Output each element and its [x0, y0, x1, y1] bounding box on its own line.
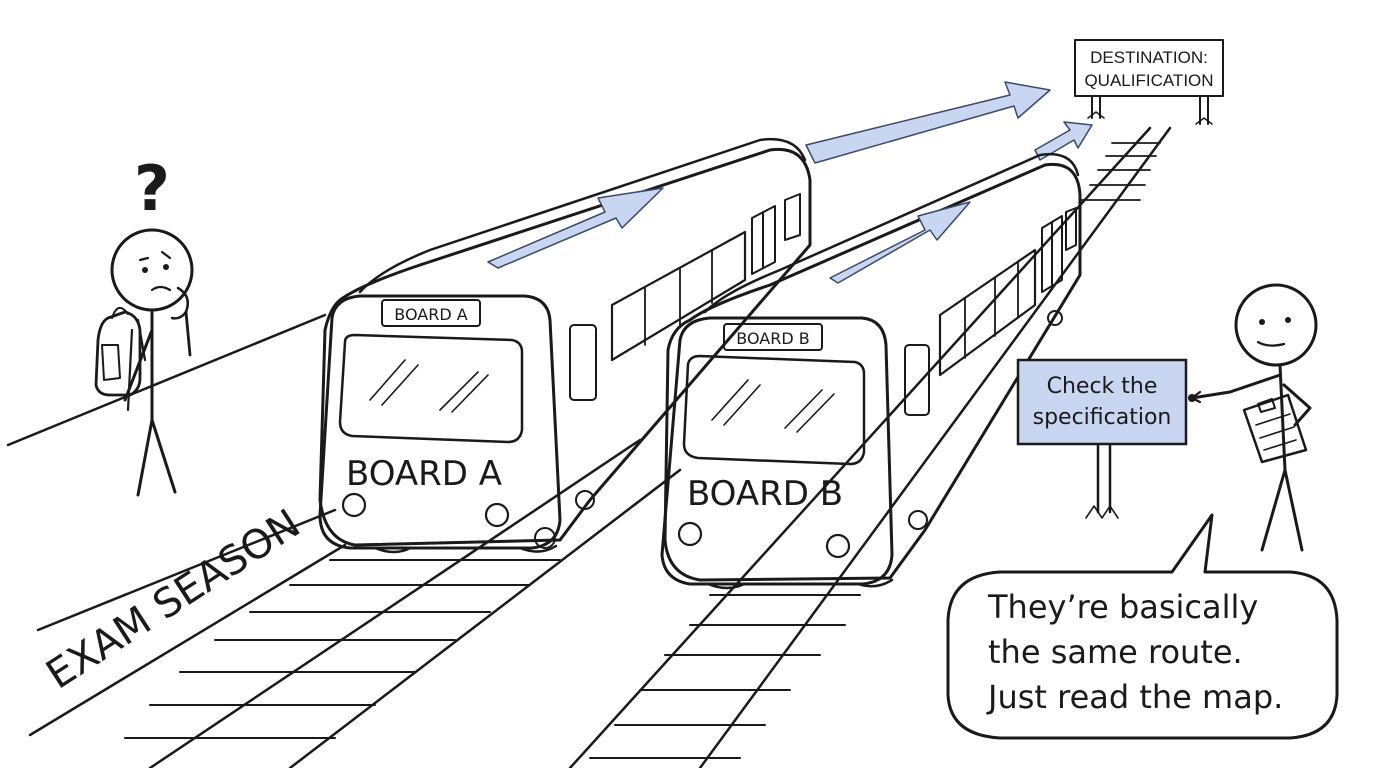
info-sign-line-1: Check the	[1047, 374, 1158, 399]
speech-line-3: Just read the map.	[986, 678, 1283, 716]
train-b: BOARD B BOARD B	[660, 152, 1082, 590]
train-a-roof-sign: BOARD A	[394, 305, 467, 324]
destination-line-2: QUALIFICATION	[1084, 71, 1213, 90]
guide-figure	[1188, 283, 1318, 552]
speech-line-1: They’re basically	[987, 588, 1258, 626]
question-mark-icon: ?	[134, 152, 170, 225]
train-a: BOARD A BOARD A	[318, 137, 812, 554]
backpack-icon	[94, 307, 147, 412]
destination-sign: DESTINATION: QUALIFICATION	[1074, 39, 1224, 125]
speech-line-2: the same route.	[988, 633, 1243, 671]
train-a-front-label: BOARD A	[346, 454, 502, 494]
student-figure: ?	[94, 152, 194, 497]
clipboard-icon	[1242, 393, 1308, 464]
speech-bubble: They’re basically the same route. Just r…	[946, 513, 1339, 740]
train-b-front-label: BOARD B	[687, 474, 843, 514]
info-sign-line-2: specification	[1033, 405, 1172, 430]
direction-arrow-icon	[805, 81, 1093, 164]
destination-line-1: DESTINATION:	[1090, 48, 1208, 67]
platform-label: EXAM SEASON	[38, 501, 308, 699]
track-b	[568, 126, 1172, 768]
track-a	[124, 438, 682, 768]
info-sign: Check the specification	[1016, 358, 1188, 519]
train-b-roof-sign: BOARD B	[736, 329, 809, 348]
